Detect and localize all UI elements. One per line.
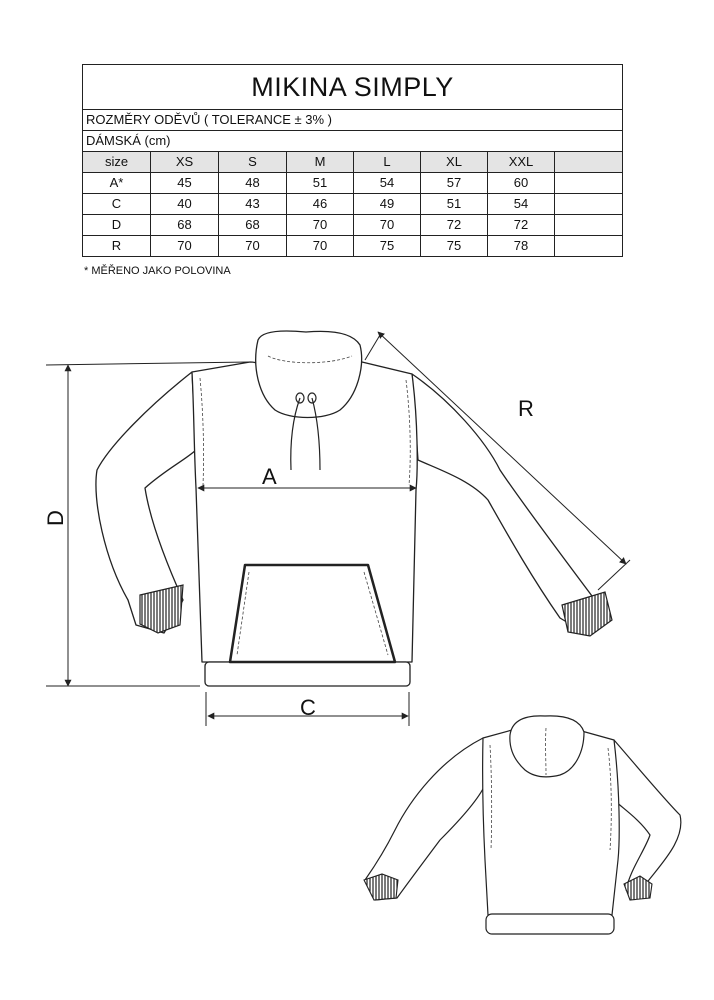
table-cell: 70 bbox=[150, 235, 219, 257]
waistband bbox=[204, 661, 411, 687]
front-hoodie-drawing bbox=[95, 330, 596, 687]
table-cell: 70 bbox=[218, 235, 287, 257]
dimension-label-a: A bbox=[262, 464, 277, 489]
collar bbox=[255, 330, 363, 419]
empty-cell bbox=[553, 235, 624, 257]
dimension-lines bbox=[45, 331, 631, 726]
row-label: A* bbox=[82, 172, 151, 194]
size-header-label: size bbox=[82, 151, 151, 173]
table-row: C 40 43 46 49 51 54 bbox=[82, 193, 624, 215]
size-table: MIKINA SIMPLY ROZMĚRY ODĚVŮ ( TOLERANCE … bbox=[81, 64, 624, 257]
dimension-label-d: D bbox=[43, 510, 68, 526]
table-cell: 70 bbox=[286, 235, 354, 257]
table-cell: 78 bbox=[487, 235, 555, 257]
footnote: * MĚŘENO JAKO POLOVINA bbox=[84, 265, 231, 277]
size-header-xs: XS bbox=[150, 151, 219, 173]
table-row: R 70 70 70 75 75 78 bbox=[82, 235, 624, 257]
size-header-l: L bbox=[353, 151, 421, 173]
size-header-row: size XS S M L XL XXL bbox=[82, 151, 624, 173]
tolerance-note: ROZMĚRY ODĚVŮ ( TOLERANCE ± 3% ) bbox=[81, 109, 624, 131]
kangaroo-pocket bbox=[228, 563, 397, 664]
size-header-xxl: XXL bbox=[487, 151, 555, 173]
drawstrings bbox=[290, 392, 321, 471]
back-waistband bbox=[485, 913, 615, 935]
back-details bbox=[489, 727, 612, 851]
size-header-m: M bbox=[286, 151, 354, 173]
right-sleeve bbox=[411, 373, 596, 631]
table-row: A* 45 48 51 54 57 60 bbox=[82, 172, 624, 194]
back-hood bbox=[509, 715, 585, 778]
table-title: MIKINA SIMPLY bbox=[81, 64, 624, 110]
back-body bbox=[482, 729, 620, 916]
back-right-sleeve bbox=[613, 739, 682, 891]
size-header-s: S bbox=[218, 151, 287, 173]
table-cell: 45 bbox=[150, 172, 219, 194]
dimension-label-r: R bbox=[518, 396, 534, 421]
dimension-label-c: C bbox=[300, 695, 316, 720]
table-cell: 75 bbox=[420, 235, 488, 257]
table-cell: 75 bbox=[353, 235, 421, 257]
front-cuffs bbox=[139, 584, 613, 637]
back-hoodie-drawing bbox=[364, 715, 682, 935]
table-cell: 72 bbox=[487, 214, 555, 236]
left-sleeve bbox=[95, 371, 197, 634]
back-cuffs bbox=[363, 873, 653, 901]
table-cell: 49 bbox=[353, 193, 421, 215]
